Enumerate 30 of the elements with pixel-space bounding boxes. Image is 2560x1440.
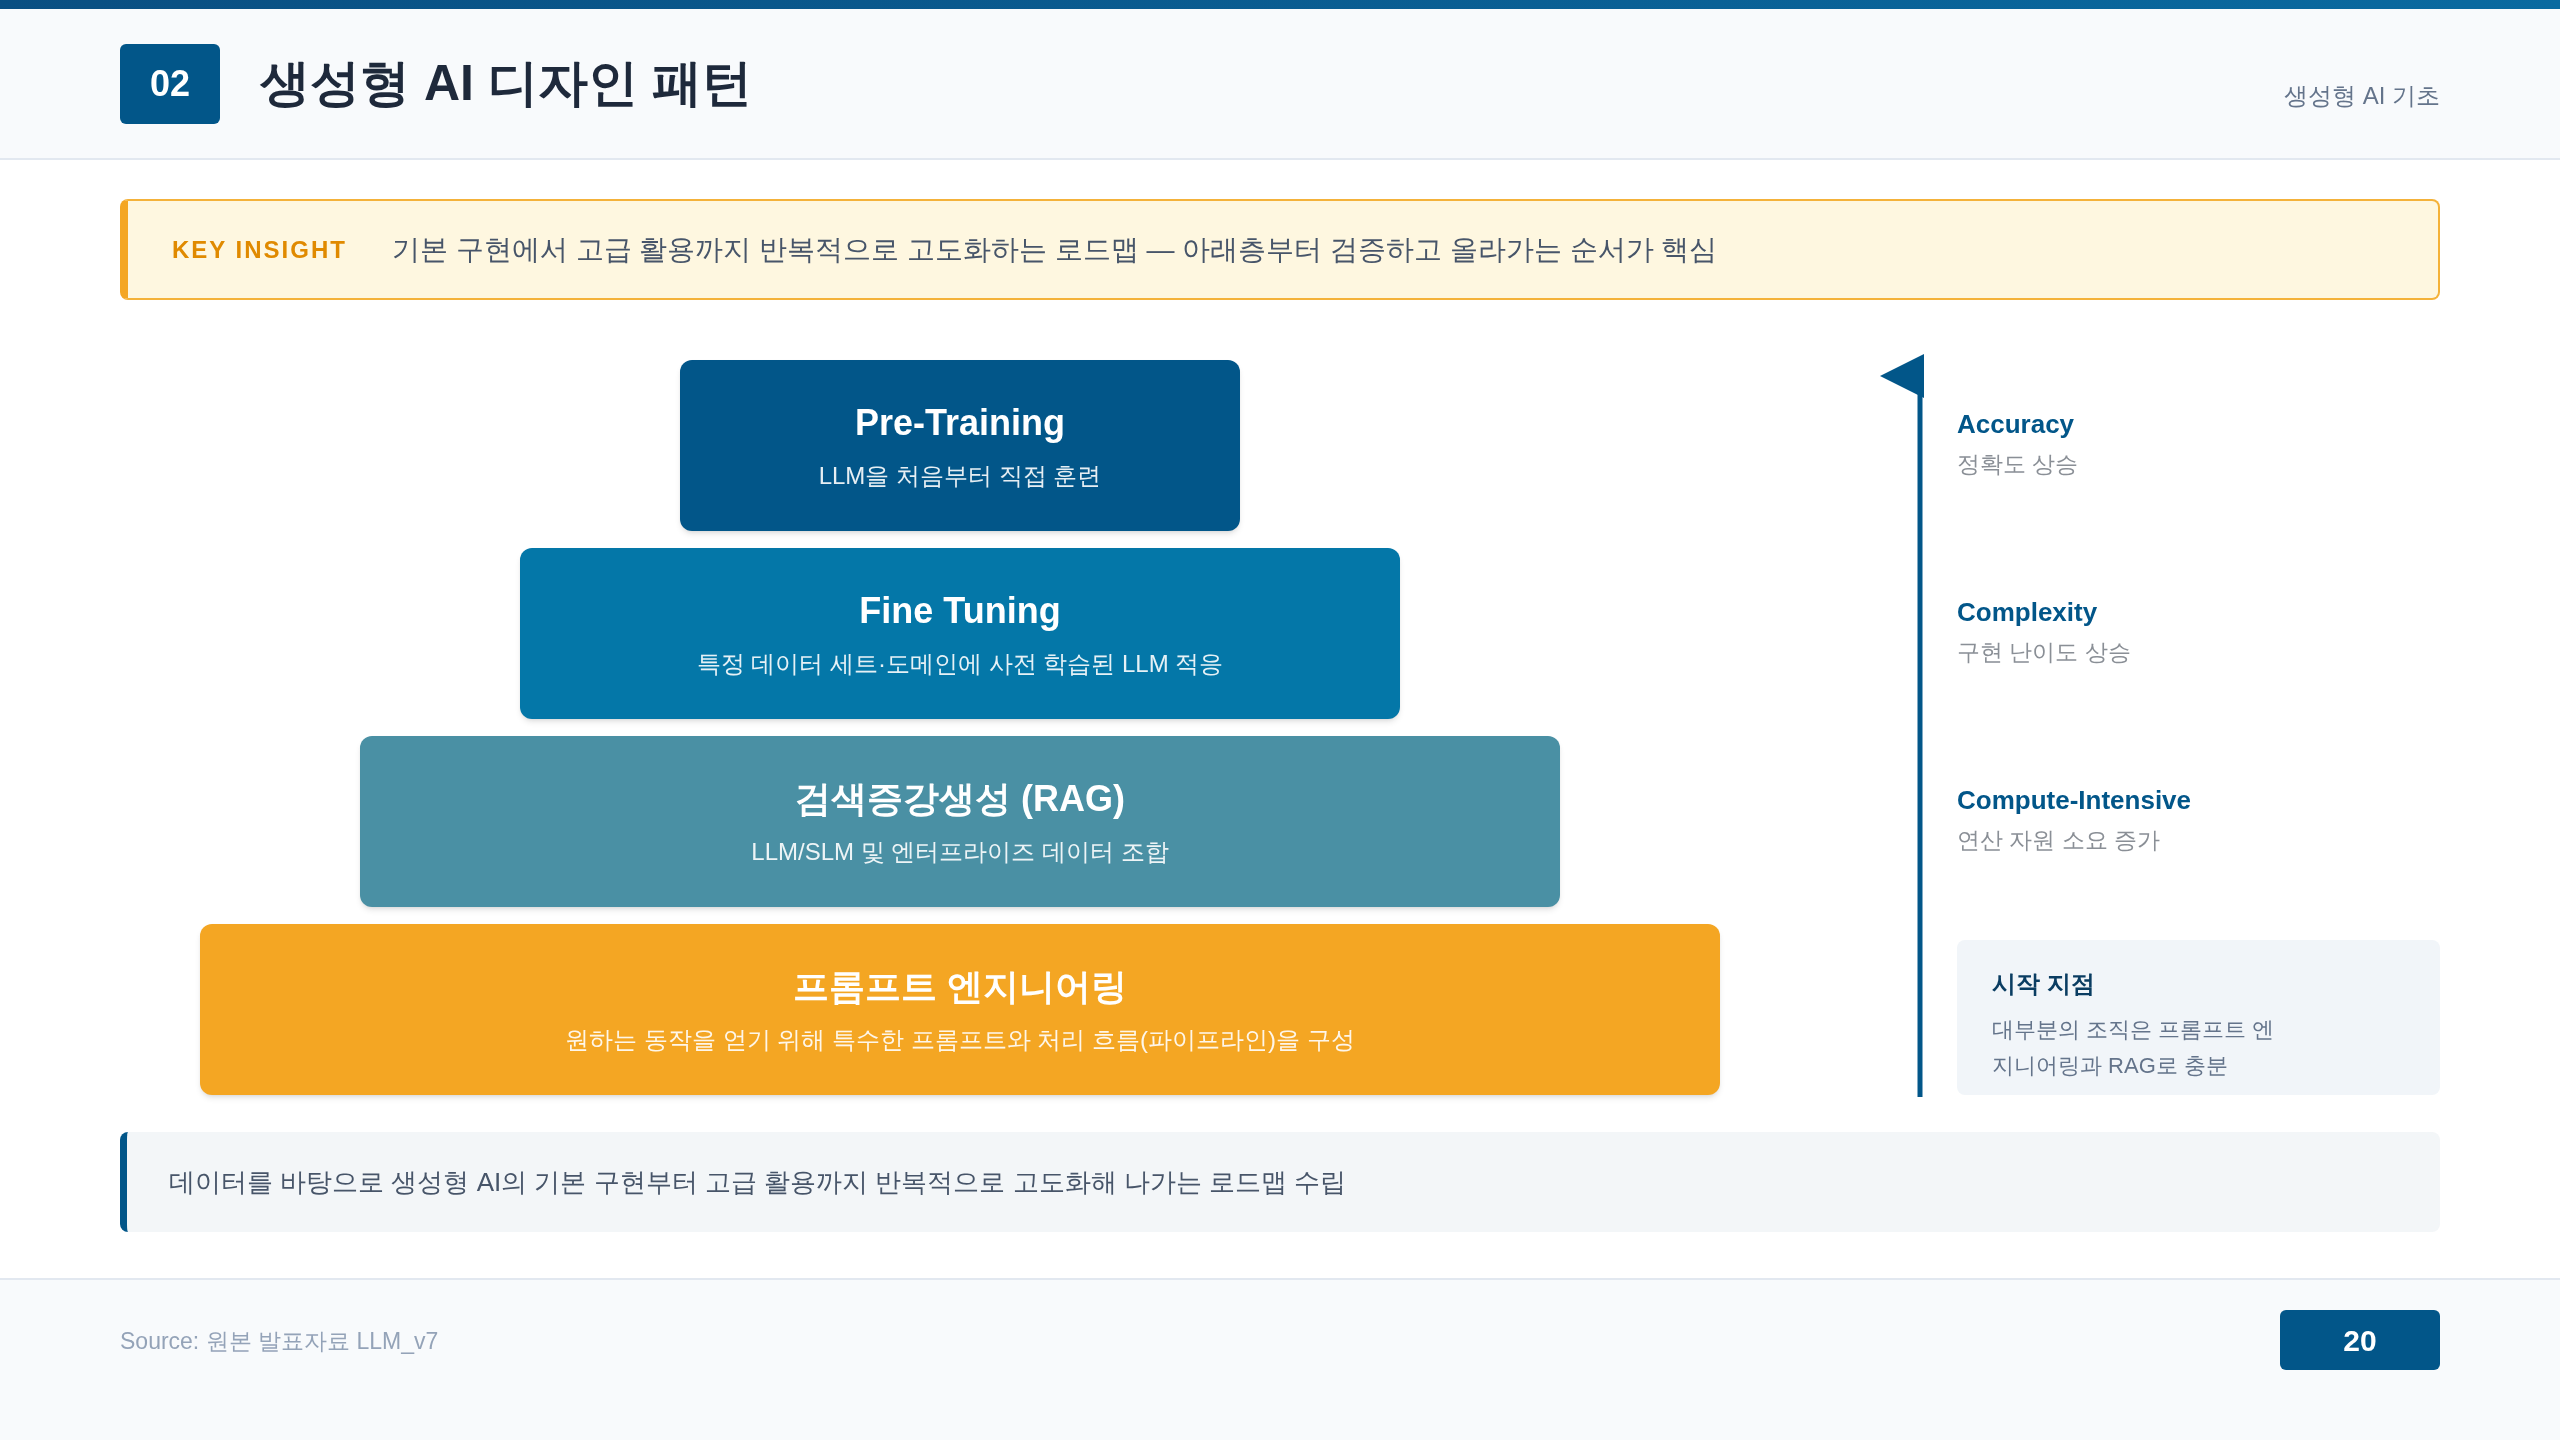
pyramid-layer (200, 924, 1720, 1095)
layer-description: LLM을 처음부터 직접 훈련 (818, 461, 1102, 491)
insight-banner (120, 199, 2440, 300)
axis-description: 연산 자원 소요 증가 (1957, 826, 2161, 855)
layer-title: 검색증강생성 (RAG) (795, 777, 1125, 821)
note-heading: 시작 지점 (1992, 969, 2096, 999)
layer-description: 특정 데이터 세트·도메인에 사전 학습된 LLM 적응 (696, 649, 1224, 679)
axis-title: Compute-Intensive (1957, 784, 2192, 817)
layer-title: 프롬프트 엔지니어링 (793, 965, 1127, 1009)
section-number-badge: 02 (120, 44, 220, 124)
pyramid-layer (360, 736, 1560, 907)
pyramid-layer (520, 548, 1400, 719)
layer-description: 원하는 동작을 얻기 위해 특수한 프롬프트와 처리 흐름(파이프라인)을 구성 (565, 1025, 1355, 1055)
summary-text: 데이터를 바탕으로 생성형 AI의 기본 구현부터 고급 활용까지 반복적으로 고도화해 나가는 로드맵 수립 (169, 1165, 1347, 1199)
page-number-badge: 20 (2280, 1310, 2440, 1370)
layer-title: Fine Tuning (859, 589, 1061, 633)
layer-description: LLM/SLM 및 엔터프라이즈 데이터 조합 (751, 837, 1169, 867)
slide-title: 생성형 AI 디자인 패턴 (260, 54, 752, 113)
axis-description: 구현 난이도 상승 (1957, 638, 2131, 667)
insight-tag: KEY INSIGHT (172, 231, 392, 268)
section-label: 생성형 AI 기초 (2284, 81, 2440, 111)
source-note: Source: 원본 발표자료 LLM_v7 (120, 1327, 439, 1356)
pyramid-layer (680, 360, 1240, 531)
axis-title: Accuracy (1957, 408, 2075, 441)
axis-description: 정확도 상승 (1957, 450, 2079, 479)
insight-text: 기본 구현에서 고급 활용까지 반복적으로 고도화하는 로드맵 — 아래층부터 검증하고 올라가는 순서가 핵심 (392, 232, 1718, 267)
layer-title: Pre-Training (854, 401, 1065, 445)
note-text: 대부분의 조직은 프롬프트 엔지니어링과 RAG로 충분 (1992, 1016, 2276, 1080)
summary-panel (120, 1132, 2440, 1232)
axis-title: Complexity (1957, 596, 2098, 629)
